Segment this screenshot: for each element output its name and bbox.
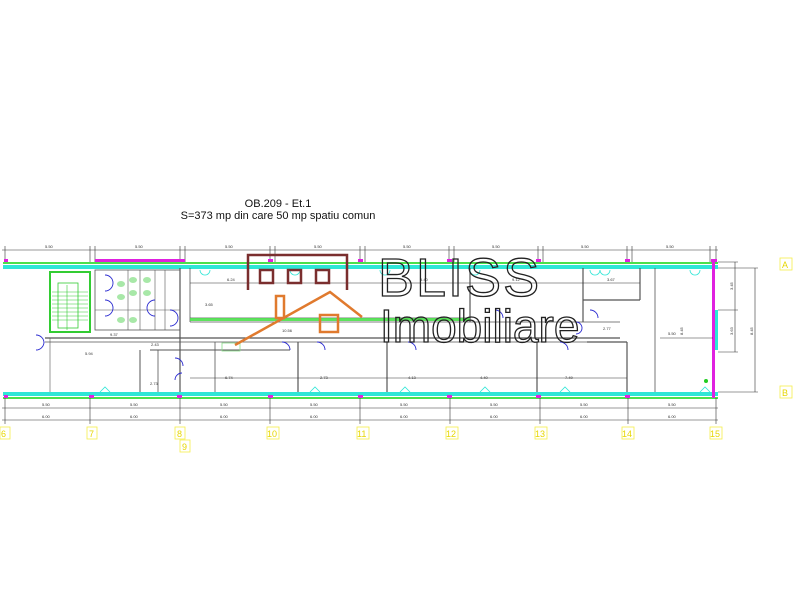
svg-text:2.43: 2.43	[151, 342, 160, 347]
svg-text:5.50: 5.50	[400, 402, 409, 407]
svg-text:6.00: 6.00	[310, 414, 319, 419]
corridor-line	[190, 318, 470, 321]
axis-a: A	[782, 260, 788, 270]
restroom-block	[94, 269, 181, 331]
svg-text:5.50: 5.50	[45, 244, 54, 249]
axis-15: 15	[710, 429, 720, 439]
axis-6: 6	[1, 429, 6, 439]
svg-text:5.50: 5.50	[403, 244, 412, 249]
south-facade	[3, 262, 718, 399]
axis-10: 10	[267, 429, 277, 439]
axis-8: 8	[177, 429, 182, 439]
bliss-logo: BLISS Imobiliare	[234, 247, 580, 353]
svg-text:3.67: 3.67	[607, 277, 616, 282]
axis-13: 13	[535, 429, 545, 439]
svg-text:5.50: 5.50	[310, 402, 319, 407]
svg-text:2.77: 2.77	[603, 326, 612, 331]
svg-text:5.50: 5.50	[225, 244, 234, 249]
svg-text:6.24: 6.24	[227, 277, 236, 282]
svg-text:5.50: 5.50	[666, 244, 675, 249]
svg-text:9.37: 9.37	[110, 332, 119, 337]
svg-text:5.50: 5.50	[580, 402, 589, 407]
bottom-dimension-chain	[2, 398, 718, 424]
svg-text:3.65: 3.65	[205, 302, 214, 307]
brand-tagline: Imobiliare	[380, 300, 579, 352]
svg-text:9.12: 9.12	[512, 277, 521, 282]
svg-text:10.56: 10.56	[282, 328, 293, 333]
fixture-block	[221, 342, 241, 352]
svg-text:5.50: 5.50	[668, 402, 677, 407]
svg-text:6.74: 6.74	[225, 375, 234, 380]
svg-text:5.50: 5.50	[668, 331, 677, 336]
svg-text:5.94: 5.94	[85, 351, 94, 356]
brand-name: BLISS	[378, 248, 541, 308]
svg-text:5.50: 5.50	[135, 244, 144, 249]
svg-text:6.00: 6.00	[668, 414, 677, 419]
svg-text:5.50: 5.50	[492, 244, 501, 249]
svg-text:5.50: 5.50	[581, 244, 590, 249]
svg-text:5.40: 5.40	[420, 277, 429, 282]
svg-text:3.63: 3.63	[729, 326, 734, 335]
axis-11: 11	[357, 429, 366, 439]
svg-text:4.40: 4.40	[480, 375, 489, 380]
window-swings	[99, 269, 711, 393]
svg-text:6.00: 6.00	[130, 414, 139, 419]
svg-text:6.00: 6.00	[220, 414, 229, 419]
svg-text:8.45: 8.45	[679, 326, 684, 335]
axis-14: 14	[622, 429, 632, 439]
plan-title: OB.209 - Et.1	[244, 198, 312, 210]
svg-text:7.49: 7.49	[565, 375, 574, 380]
grid-axis-labels: 6 7 8 9 10 11 12 13 14 15 A B	[0, 257, 793, 453]
right-dimension-chain	[718, 261, 758, 393]
svg-text:3.45: 3.45	[729, 281, 734, 290]
svg-text:5.50: 5.50	[130, 402, 139, 407]
marker-dot	[704, 379, 708, 383]
axis-7: 7	[89, 429, 94, 439]
svg-text:5.50: 5.50	[314, 244, 323, 249]
north-facade	[3, 259, 718, 269]
axis-9: 9	[182, 442, 187, 452]
door-swings	[35, 274, 599, 381]
axis-12: 12	[446, 429, 456, 439]
bottom-dimension-labels: 5.50 5.50 5.50 5.50 5.50 5.50 5.50 5.50 6.00…	[42, 402, 677, 419]
house-icon	[234, 253, 363, 347]
right-dimension-labels: 3.45 3.63 8.45 8.45	[679, 281, 754, 335]
svg-text:4.13: 4.13	[408, 375, 417, 380]
svg-text:6.00: 6.00	[400, 414, 409, 419]
stairwell	[49, 271, 91, 333]
svg-text:5.50: 5.50	[490, 402, 499, 407]
plan-area-subtitle: S=373 mp din care 50 mp spatiu comun	[180, 210, 376, 222]
svg-text:2.73: 2.73	[320, 375, 329, 380]
svg-text:6.00: 6.00	[490, 414, 499, 419]
axis-b: B	[782, 388, 788, 398]
svg-text:6.00: 6.00	[42, 414, 51, 419]
svg-text:2.73: 2.73	[150, 381, 159, 386]
svg-text:6.00: 6.00	[580, 414, 589, 419]
svg-text:5.50: 5.50	[220, 402, 229, 407]
svg-text:8.45: 8.45	[749, 326, 754, 335]
svg-text:5.50: 5.50	[42, 402, 51, 407]
interior-dimensions: 6.24 5.40 9.12 3.67 3.65 10.56 9.37 5.94 2.…	[85, 277, 713, 386]
